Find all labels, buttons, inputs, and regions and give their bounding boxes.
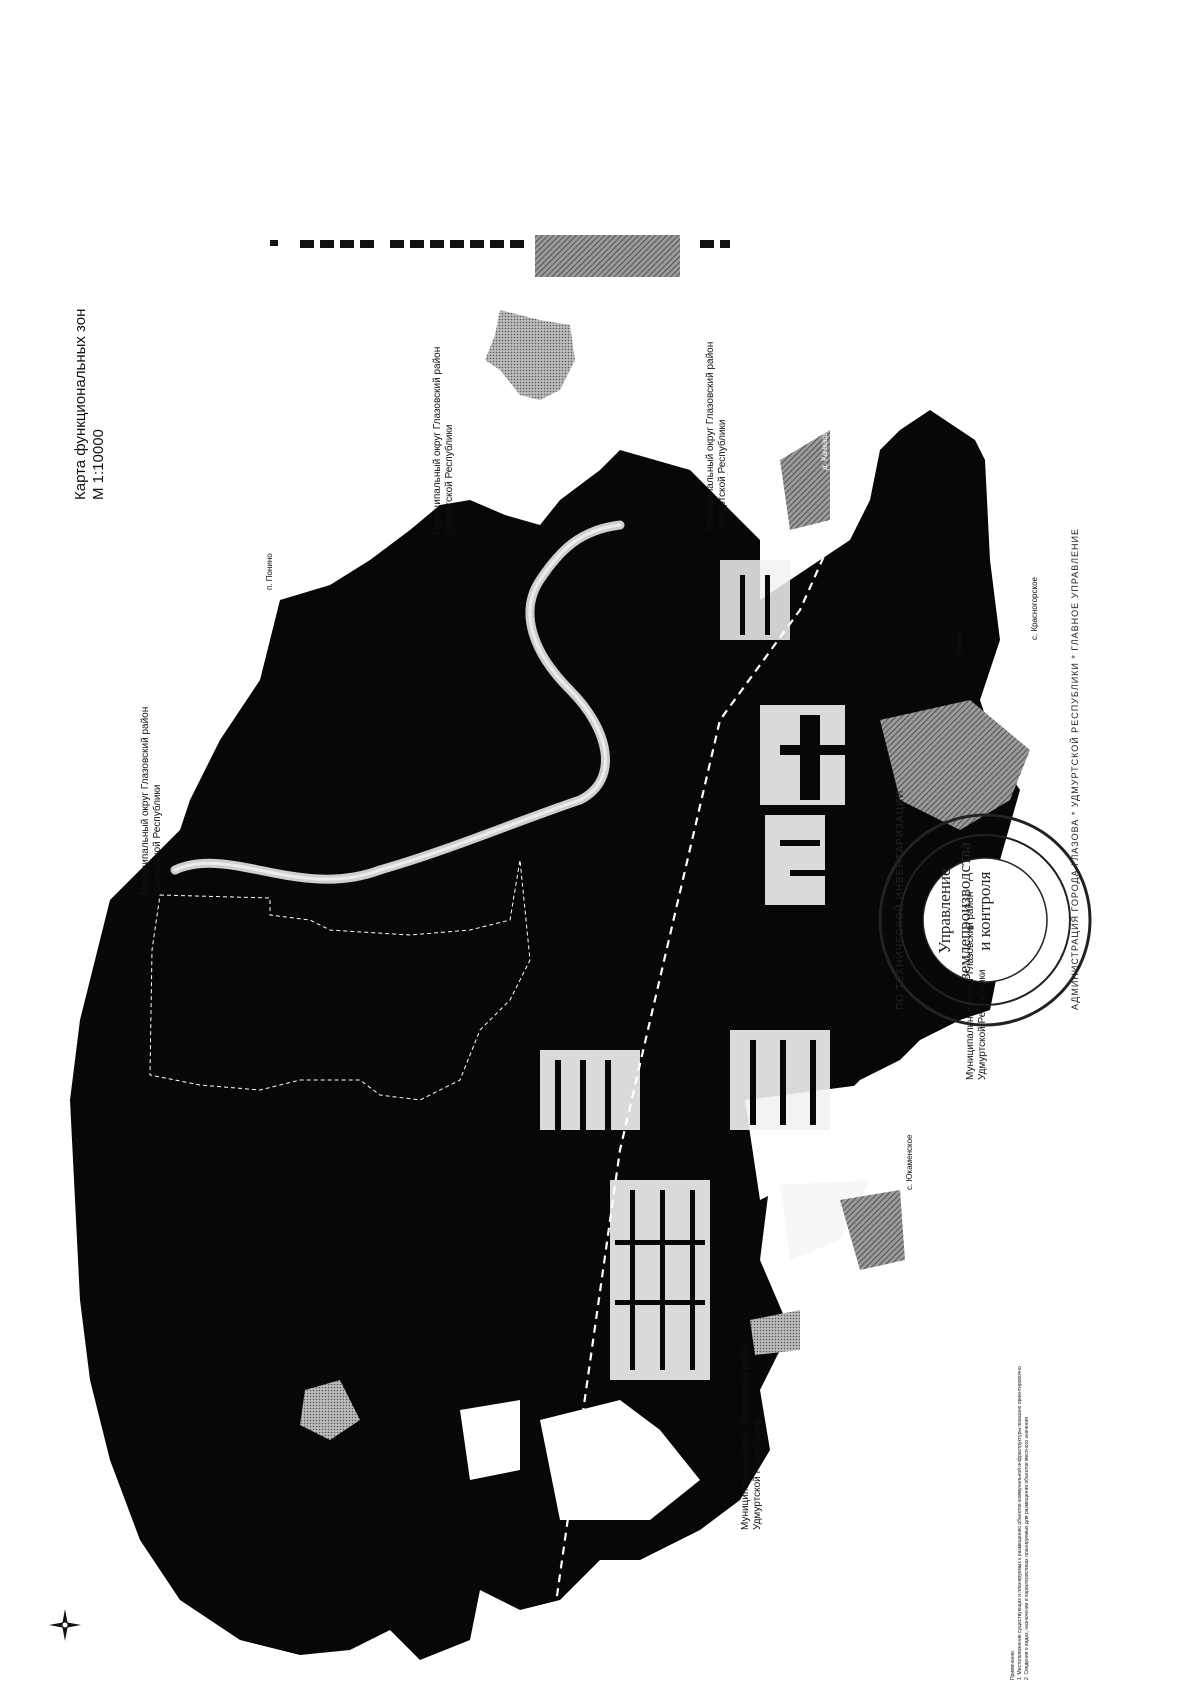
place-label: д. Качкашур bbox=[820, 424, 829, 470]
zone-hatched-north bbox=[485, 310, 575, 400]
zone-hatched bbox=[840, 1190, 905, 1270]
stamp-outer-text: АДМИНИСТРАЦИЯ ГОРОДА ГЛАЗОВА * УДМУРТСКО… bbox=[1070, 527, 1080, 1010]
built-up-blocks bbox=[540, 560, 860, 1380]
region-label: Муниципальный округ Глазовский район Удм… bbox=[740, 1341, 763, 1530]
map-title: Карта функциональных зон М 1:10000 bbox=[72, 308, 107, 500]
zone-clearing bbox=[540, 1400, 700, 1520]
official-stamp bbox=[878, 813, 1092, 1027]
zone-hatched bbox=[780, 430, 830, 530]
legend-swatches bbox=[270, 235, 730, 277]
place-label: г. Ижевск bbox=[955, 626, 964, 660]
notes: Примечание: 1. Местоположение существующ… bbox=[1010, 1366, 1030, 1680]
map-scale: М 1:10000 bbox=[90, 429, 107, 500]
settlement-boundary bbox=[149, 859, 531, 1101]
place-label: п. Балезино bbox=[878, 375, 887, 420]
north-arrow-icon bbox=[49, 1609, 81, 1641]
stamp-center-text: Управление землепроизводства и контроля bbox=[935, 842, 994, 980]
river bbox=[173, 523, 622, 881]
railway-line bbox=[553, 389, 901, 1611]
place-label: с. Красногорское bbox=[1030, 577, 1039, 640]
zone-hatched bbox=[880, 700, 1030, 830]
zone-territory bbox=[70, 410, 1020, 1660]
place-label: с. Юкаменское bbox=[905, 1134, 914, 1190]
zone-hatched bbox=[300, 1380, 360, 1440]
stamp-inner-text: ПО ТЕХНИЧЕСКОЙ ИНВЕНТАРИЗАЦИИ bbox=[895, 789, 906, 1010]
region-label: Муниципальный округ Глазовский район Удм… bbox=[432, 346, 455, 535]
zone-hatched bbox=[750, 1310, 800, 1355]
zone-clearing bbox=[460, 1400, 520, 1480]
region-label: Муниципальный округ Глазовский район Удм… bbox=[705, 341, 728, 530]
place-label: п. Понино bbox=[265, 553, 274, 590]
region-label: Муниципальный округ Глазовский район Удм… bbox=[140, 706, 163, 895]
